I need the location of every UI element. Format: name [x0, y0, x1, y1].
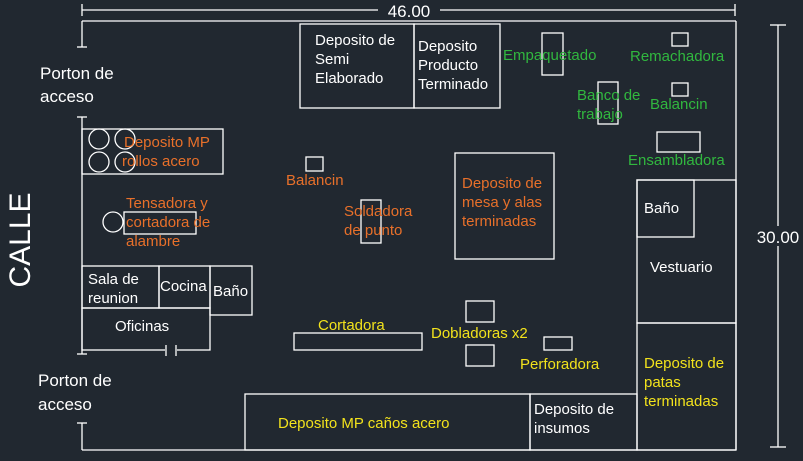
press-left-box [305, 156, 324, 172]
bathroom-left-room [209, 265, 253, 316]
bender-1-box [465, 300, 495, 323]
workbench-line1: Banco de [577, 87, 640, 104]
bender-2-box [465, 344, 495, 367]
semi-deposit-line2: Semi [315, 51, 349, 68]
riveter-label: Remachadora [630, 48, 725, 65]
workbench-box [597, 81, 619, 125]
supplies-deposit-line2: insumos [534, 420, 590, 437]
meeting-room-line2: reunion [88, 290, 138, 307]
semi-deposit-line1: Deposito de [315, 32, 395, 49]
street-label: CALLE [4, 192, 37, 287]
coil-deposit-line1: Deposito MP [124, 134, 210, 151]
packing-box [541, 32, 564, 76]
gate-top-line2: acceso [40, 87, 94, 106]
legs-deposit-line3: terminadas [644, 393, 718, 410]
legs-deposit-room [636, 322, 737, 451]
gate-top: Porton de acceso [40, 64, 114, 106]
legs-deposit-line1: Deposito de [644, 355, 724, 372]
spot-welder-line1: Soldadora [344, 203, 413, 220]
finished-deposit-line3: Terminado [418, 76, 488, 93]
meeting-room-line1: Sala de [88, 271, 139, 288]
gate-top-line1: Porton de [40, 64, 114, 83]
bathroom-right-room [636, 179, 695, 238]
locker-room-label: Vestuario [650, 259, 713, 276]
width-dimension: 46.00 [81, 1, 736, 21]
offices-room [81, 307, 211, 351]
spot-welder-line2: de punto [344, 222, 402, 239]
finished-deposit-line2: Producto [418, 57, 478, 74]
finished-product-deposit-room [413, 23, 501, 109]
finished-deposit-line1: Deposito [418, 38, 477, 55]
benders-label: Dobladoras x2 [431, 325, 528, 342]
pipes-deposit-label: Deposito MP caños acero [278, 415, 449, 432]
wire-machine-line2: cortadora de [126, 214, 210, 231]
assembler-box [656, 131, 701, 153]
bathroom-left-label: Baño [213, 283, 248, 300]
workbench-line2: trabajo [577, 106, 623, 123]
cutter-box [293, 332, 423, 351]
tables-deposit-room [454, 152, 555, 260]
cutter-label: Cortadora [318, 317, 385, 334]
office-door-icon [165, 345, 177, 356]
press-left-label: Balancin [286, 172, 344, 189]
kitchen-label: Cocina [160, 278, 207, 295]
supplies-deposit-line1: Deposito de [534, 401, 614, 418]
gate-bottom-line1: Porton de [38, 371, 112, 390]
wire-machine-line1: Tensadora y [126, 195, 208, 212]
spot-welder-box [360, 199, 382, 244]
coil-deposit-line2: rollos acero [122, 153, 200, 170]
coil-deposit-area [81, 128, 224, 175]
press-right-box [671, 82, 689, 97]
height-dimension: 30.00 [752, 24, 802, 448]
legs-deposit-line2: patas [644, 374, 681, 391]
tables-deposit-line1: Deposito de [462, 175, 542, 192]
wire-machine-line3: alambre [126, 233, 180, 250]
supplies-deposit-room [529, 393, 638, 451]
riveter-box [671, 32, 689, 47]
gate-bottom: Porton de acceso [38, 371, 112, 414]
press-right-label: Balancin [650, 96, 708, 113]
width-dimension-label: 46.00 [388, 2, 431, 21]
wire-coil-icon [102, 211, 124, 233]
semi-deposit-line3: Elaborado [315, 70, 383, 87]
driller-label: Perforadora [520, 356, 600, 373]
tables-deposit-line2: mesa y alas [462, 194, 542, 211]
driller-box [543, 336, 573, 351]
assembler-label: Ensambladora [628, 152, 725, 169]
offices-label: Oficinas [115, 318, 169, 335]
packing-label: Empaquetado [503, 47, 596, 64]
gate-bottom-line2: acceso [38, 395, 92, 414]
coil-rolls-icon [88, 128, 136, 173]
height-dimension-label: 30.00 [757, 228, 800, 247]
wire-machine-box [123, 211, 197, 235]
tables-deposit-line3: terminadas [462, 213, 536, 230]
bathroom-right-label: Baño [644, 200, 679, 217]
